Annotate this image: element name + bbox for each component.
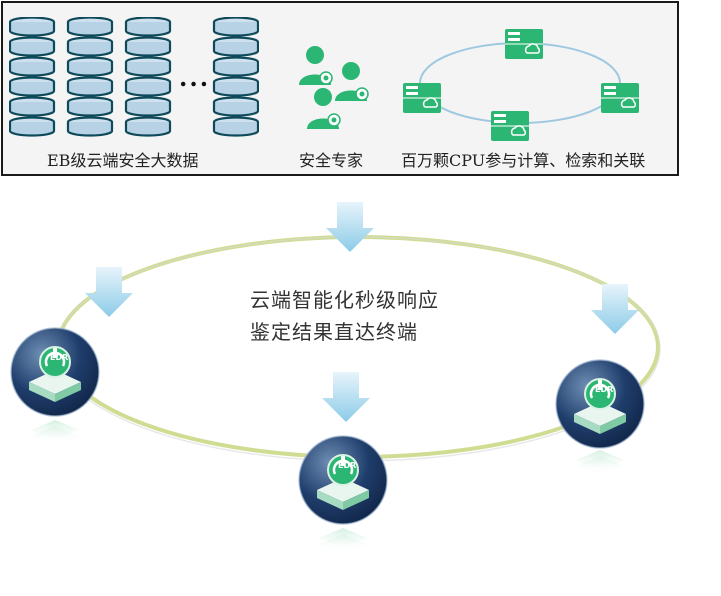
- edr-label: EDR: [338, 461, 357, 470]
- edr-label: EDR: [595, 385, 614, 394]
- ellipsis: ...: [179, 63, 211, 92]
- center-text-line2: 鉴定结果直达终端: [250, 320, 418, 344]
- edr-endpoint-icon: [554, 358, 646, 450]
- security-experts-icon: [299, 46, 369, 129]
- edr-label: EDR: [50, 353, 69, 362]
- edr-endpoint-left: [9, 326, 101, 446]
- arrow-down-icon: [85, 267, 133, 317]
- edr-endpoint-bottom: [297, 434, 389, 554]
- edr-endpoint-right: [554, 358, 646, 476]
- arrow-down-icon: [322, 372, 370, 422]
- caption-cpu: 百万颗CPU参与计算、检索和关联: [401, 151, 646, 170]
- center-text-line1: 云端智能化秒级响应: [250, 288, 439, 312]
- server-cluster: [402, 28, 640, 141]
- top-panel: ... EB级云端安全大数据 安全专家: [1, 1, 679, 176]
- caption-bigdata: EB级云端安全大数据: [47, 151, 199, 170]
- edr-endpoint-icon: [9, 326, 101, 418]
- arrow-down-icon: [326, 202, 374, 252]
- edr-endpoint-icon: [297, 434, 389, 526]
- caption-experts: 安全专家: [299, 151, 364, 170]
- arrow-down-icon: [591, 284, 639, 334]
